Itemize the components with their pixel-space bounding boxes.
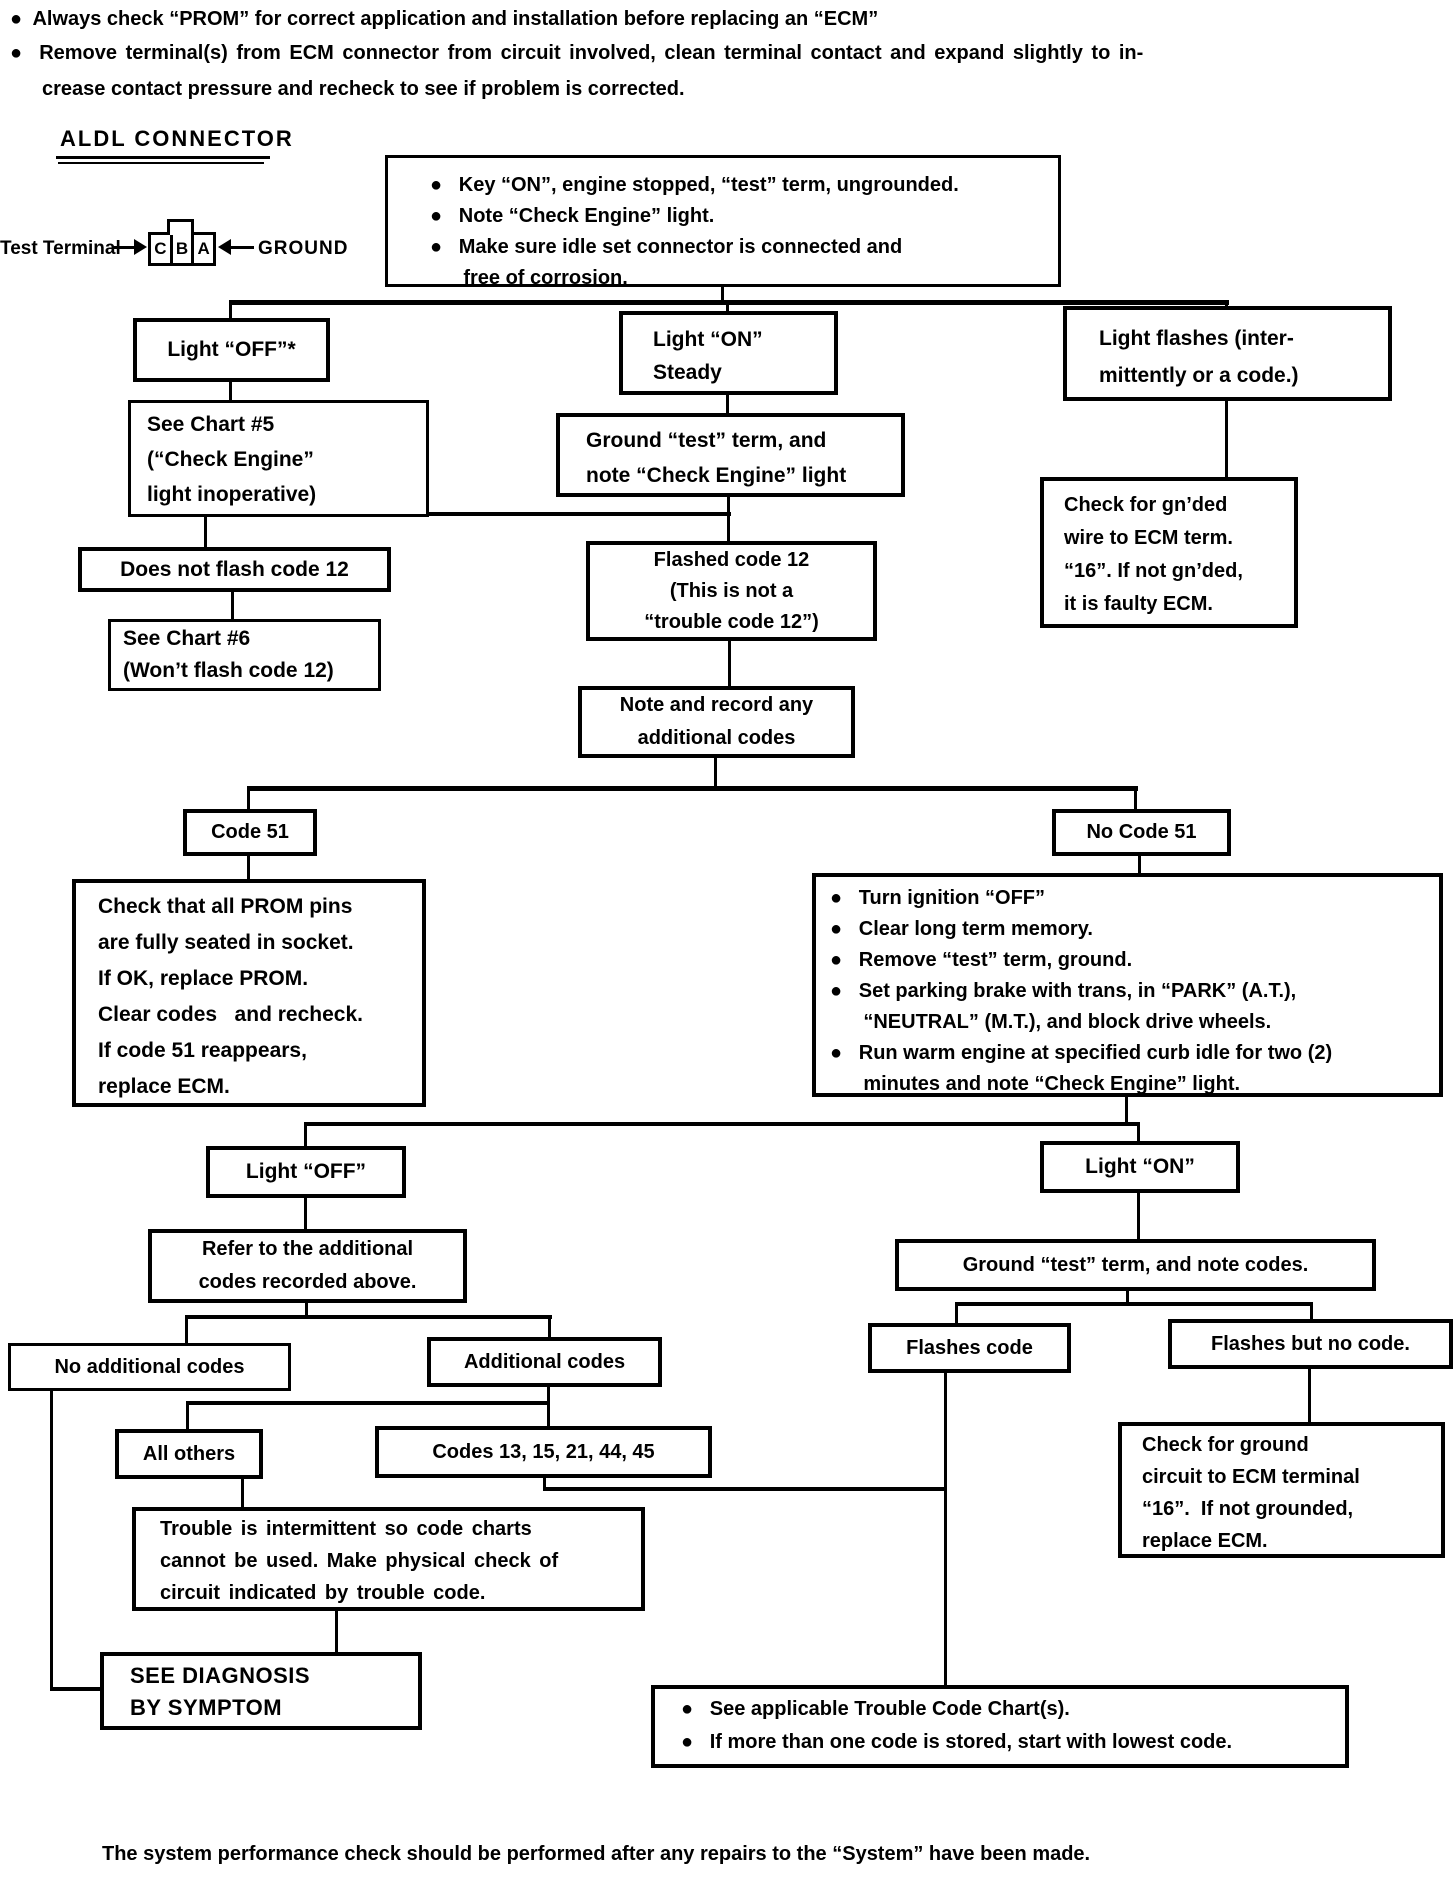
aldl-connector-title: ALDL CONNECTOR xyxy=(60,126,294,151)
connector-line xyxy=(247,786,1138,791)
aldl-pin-a: A xyxy=(191,235,213,263)
node-start: ● Key “ON”, engine stopped, “test” term,… xyxy=(385,155,1061,289)
connector-line xyxy=(247,855,250,881)
node-does-not-flash-12: Does not flash code 12 xyxy=(78,547,391,592)
node-codes-list: Codes 13, 15, 21, 44, 45 xyxy=(375,1426,712,1478)
connector-line xyxy=(955,1302,1313,1306)
node-trouble-code-charts: ● See applicable Trouble Code Chart(s). … xyxy=(651,1685,1349,1768)
connector-line xyxy=(247,789,250,811)
connector-line xyxy=(304,1122,307,1148)
node-see-diagnosis-by-symptom: SEE DIAGNOSIS BY SYMPTOM xyxy=(100,1652,422,1730)
connector-line xyxy=(1137,1122,1140,1143)
connector-line xyxy=(186,1401,189,1431)
node-note-record-codes: Note and record any additional codes xyxy=(578,686,855,758)
node-light-off-2: Light “OFF” xyxy=(206,1146,406,1198)
arrow-left-head-icon xyxy=(218,239,231,255)
connector-line xyxy=(1137,1192,1140,1241)
node-ground-test-note-light: Ground “test” term, and note “Check Engi… xyxy=(556,413,905,497)
aldl-connector-tab xyxy=(167,219,194,235)
aldl-pin-c: C xyxy=(154,239,167,258)
node-trouble-intermittent: Trouble is intermittent so code charts c… xyxy=(132,1507,645,1611)
connector-line xyxy=(1225,303,1228,308)
title-underline xyxy=(56,156,270,159)
header-note-2: ● Remove terminal(s) from ECM connector … xyxy=(10,42,1144,64)
connector-line xyxy=(547,1401,550,1428)
node-check-ground-circuit: Check for ground circuit to ECM terminal… xyxy=(1118,1422,1445,1558)
connector-line xyxy=(726,303,729,312)
connector-line xyxy=(305,1302,308,1318)
node-see-chart-5: See Chart #5 (“Check Engine” light inope… xyxy=(128,400,429,517)
node-light-off: Light “OFF”* xyxy=(133,318,330,382)
connector-line xyxy=(726,394,729,414)
arrow-right-head-icon xyxy=(134,239,147,255)
connector-line xyxy=(1134,789,1137,811)
node-no-code-51-steps: ● Turn ignition “OFF” ● Clear long term … xyxy=(812,873,1443,1097)
connector-line xyxy=(548,1315,551,1339)
connector-line xyxy=(204,512,731,516)
node-see-chart-6: See Chart #6 (Won’t flash code 12) xyxy=(108,619,381,691)
connector-line xyxy=(335,1610,338,1654)
arrow-left-icon xyxy=(230,246,254,249)
node-refer-additional-codes: Refer to the additional codes recorded a… xyxy=(148,1229,467,1303)
connector-line xyxy=(1125,1096,1128,1125)
footer-note: The system performance check should be p… xyxy=(102,1843,1091,1865)
connector-line xyxy=(728,640,731,688)
node-additional-codes: Additional codes xyxy=(427,1337,662,1387)
connector-line xyxy=(185,1315,552,1319)
test-terminal-label: Test Terminal xyxy=(0,238,121,259)
node-ground-test-note-codes: Ground “test” term, and note codes. xyxy=(895,1239,1376,1291)
connector-line xyxy=(229,381,232,401)
node-all-others: All others xyxy=(115,1429,263,1479)
connector-line xyxy=(204,512,207,549)
connector-line xyxy=(1308,1368,1311,1424)
header-note-1: ● Always check “PROM” for correct applic… xyxy=(10,8,879,30)
connector-line xyxy=(241,1478,244,1509)
header-note-2-cont: crease contact pressure and recheck to s… xyxy=(42,78,685,100)
node-flashes-but-no-code: Flashes but no code. xyxy=(1168,1319,1453,1369)
node-no-code-51: No Code 51 xyxy=(1052,809,1231,856)
connector-line xyxy=(727,496,730,515)
connector-line xyxy=(304,1122,1140,1126)
connector-line xyxy=(714,757,717,789)
aldl-connector-icon: C B A xyxy=(148,232,216,266)
arrow-right-icon xyxy=(112,246,136,249)
connector-line xyxy=(543,1477,546,1491)
connector-line xyxy=(944,1372,947,1687)
connector-line xyxy=(1225,400,1228,478)
title-underline-2 xyxy=(58,162,264,164)
connector-line xyxy=(229,303,232,319)
connector-line xyxy=(186,1401,550,1405)
node-prom-check: Check that all PROM pins are fully seate… xyxy=(72,879,426,1107)
ground-label: GROUND xyxy=(258,238,349,259)
connector-line xyxy=(304,1197,307,1231)
connector-line xyxy=(50,1390,53,1690)
connector-line xyxy=(185,1315,188,1345)
connector-line xyxy=(727,512,730,543)
connector-line xyxy=(1126,1290,1129,1305)
connector-line xyxy=(229,300,1229,305)
node-light-on-steady: Light “ON” Steady xyxy=(619,311,838,395)
connector-line xyxy=(50,1687,104,1691)
node-code-51: Code 51 xyxy=(183,809,317,856)
node-flashes-code: Flashes code xyxy=(868,1323,1071,1373)
node-no-additional-codes: No additional codes xyxy=(8,1343,291,1391)
node-flashed-code-12: Flashed code 12 (This is not a “trouble … xyxy=(586,541,877,641)
connector-line xyxy=(721,285,724,303)
connector-line xyxy=(231,591,234,621)
connector-line xyxy=(1138,855,1141,875)
node-light-on-2: Light “ON” xyxy=(1040,1141,1240,1193)
node-check-grounded-wire: Check for gn’ded wire to ECM term. “16”.… xyxy=(1040,477,1298,628)
connector-line xyxy=(955,1302,958,1325)
connector-line xyxy=(1310,1302,1313,1321)
connector-line xyxy=(543,1487,947,1491)
node-light-flashes: Light flashes (inter- mittently or a cod… xyxy=(1063,306,1392,401)
aldl-pin-b: B xyxy=(169,235,192,263)
connector-line xyxy=(547,1386,550,1404)
